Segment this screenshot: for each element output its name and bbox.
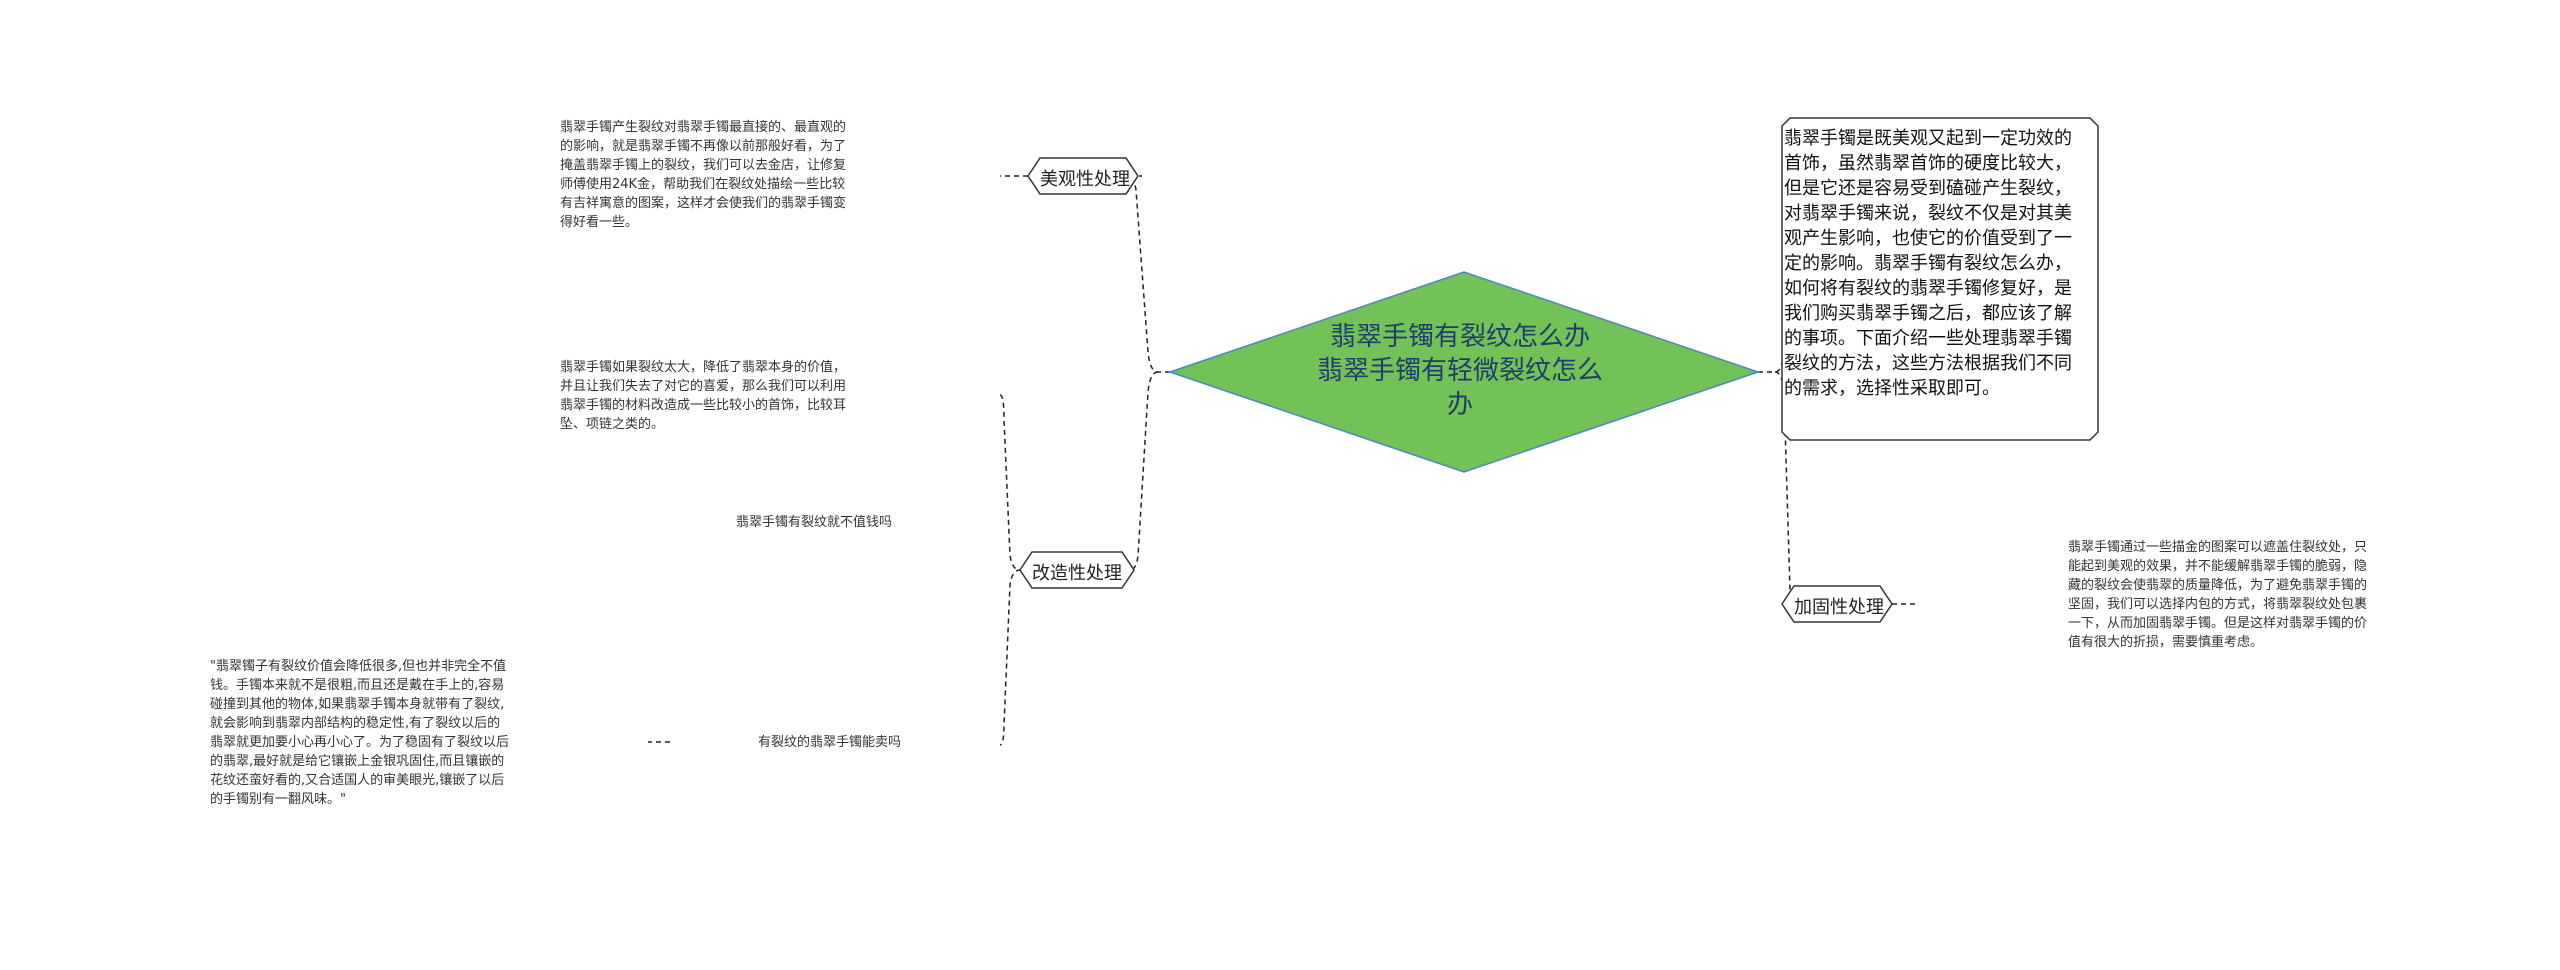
note-can-sell: "翡翠镯子有裂纹价值会降低很多,但也并非完全不值钱。手镯本来就不是很粗,而且还是… bbox=[210, 659, 510, 807]
node-reinforce[interactable]: 加固性处理 bbox=[1794, 597, 1884, 618]
center-title-line2: 翡翠手镯有轻微裂纹怎么办 bbox=[1316, 356, 1603, 420]
node-reform[interactable]: 改造性处理 bbox=[1032, 563, 1122, 584]
connector-center-to-reform bbox=[1129, 371, 1159, 571]
node-shape-reinforce bbox=[1781, 585, 1893, 623]
center-diamond bbox=[1167, 271, 1761, 473]
sub-node-not-worthless[interactable]: 翡翠手镯有裂纹就不值钱吗 bbox=[736, 515, 893, 530]
intro-box bbox=[1781, 117, 2099, 441]
node-beauty[interactable]: 美观性处理 bbox=[1040, 169, 1130, 190]
sub-node-can-sell[interactable]: 有裂纹的翡翠手镯能卖吗 bbox=[758, 735, 902, 750]
note-beauty: 翡翠手镯产生裂纹对翡翠手镯最直接的、最直观的的影响，就是翡翠手镯不再像以前那般好… bbox=[560, 120, 847, 230]
connector-center-to-beauty bbox=[1123, 175, 1170, 373]
center-title-line1: 翡翠手镯有裂纹怎么办 bbox=[1329, 322, 1590, 352]
note-reform: 翡翠手镯如果裂纹太大，降低了翡翠本身的价值，并且让我们失去了对它的喜爱，那么我们… bbox=[560, 360, 847, 432]
node-shape-reform bbox=[1019, 551, 1135, 589]
note-reinforce: 翡翠手镯通过一些描金的图案可以遮盖住裂纹处，只能起到美观的效果，并不能缓解翡翠手… bbox=[2068, 540, 2368, 650]
node-shape-beauty bbox=[1027, 157, 1139, 195]
intro-text: 翡翠手镯是既美观又起到一定功效的首饰，虽然翡翠首饰的硬度比较大，但是它还是容易受… bbox=[1784, 128, 2072, 399]
center-title: 翡翠手镯有裂纹怎么办 翡翠手镯有轻微裂纹怎么办 bbox=[1310, 320, 1610, 422]
